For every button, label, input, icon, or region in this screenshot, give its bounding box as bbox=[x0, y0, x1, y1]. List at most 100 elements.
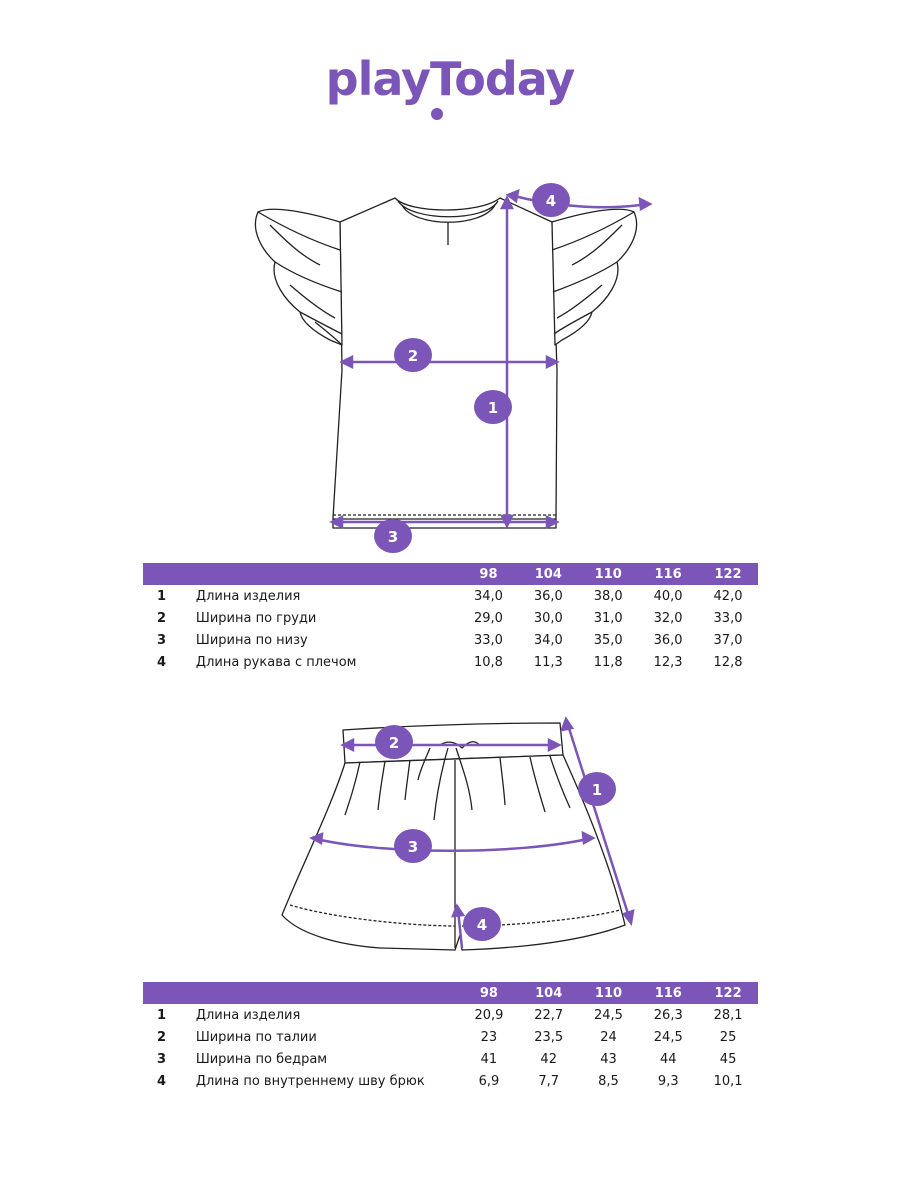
row-number: 4 bbox=[157, 1073, 167, 1089]
measurement-value: 8,5 bbox=[598, 1073, 619, 1089]
svg-text:3: 3 bbox=[408, 838, 418, 856]
brand-logo-dot bbox=[431, 108, 443, 120]
measurement-value: 20,9 bbox=[474, 1007, 504, 1023]
top-size-header-row: 98 104 110 116 122 bbox=[143, 563, 758, 585]
measurement-value: 29,0 bbox=[473, 610, 503, 626]
skirt-badge-3: 3 bbox=[394, 829, 432, 863]
measurement-value: 10,1 bbox=[713, 1073, 743, 1089]
measurement-value: 36,0 bbox=[533, 588, 563, 604]
svg-text:2: 2 bbox=[389, 734, 399, 752]
measurement-name: Ширина по бедрам bbox=[195, 1051, 328, 1067]
measurement-name: Длина по внутреннему шву брюк bbox=[195, 1073, 425, 1089]
measurement-value: 43 bbox=[600, 1051, 617, 1067]
measurement-value: 22,7 bbox=[534, 1007, 564, 1023]
measurement-name: Ширина по талии bbox=[195, 1029, 317, 1045]
measurement-value: 28,1 bbox=[713, 1007, 743, 1023]
size-table-row: 4 Длина по внутреннему шву брюк 6,9 7,7 8,5 9… bbox=[143, 1070, 758, 1092]
tshirt-badge-1: 1 bbox=[474, 390, 512, 424]
size-table-row: 4 Длина рукава с плечом 10,8 11,3 11,8 12,3 12… bbox=[143, 651, 758, 673]
measurement-name: Длина изделия bbox=[195, 588, 301, 604]
header-blank bbox=[143, 563, 459, 585]
svg-text:2: 2 bbox=[408, 347, 418, 365]
svg-text:4: 4 bbox=[477, 916, 487, 934]
measurement-value: 34,0 bbox=[473, 588, 503, 604]
measurement-name: Ширина по низу bbox=[195, 632, 308, 648]
size-header: 98 bbox=[458, 563, 519, 585]
size-header: 98 bbox=[459, 982, 519, 1004]
tshirt-badge-2: 2 bbox=[394, 338, 432, 372]
bottom-size-header-row: 98 104 110 116 122 bbox=[143, 982, 758, 1004]
size-header: 116 bbox=[638, 982, 699, 1004]
svg-text:1: 1 bbox=[488, 399, 498, 417]
measurement-value: 24,5 bbox=[594, 1007, 623, 1023]
size-header: 122 bbox=[698, 563, 758, 585]
size-header: 104 bbox=[518, 982, 579, 1004]
size-table-row: 1 Длина изделия 34,0 36,0 38,0 40,0 42,0 bbox=[143, 585, 758, 607]
measurement-value: 35,0 bbox=[593, 632, 623, 648]
measurement-value: 42,0 bbox=[713, 588, 743, 604]
brand-logo: playToday bbox=[325, 52, 576, 106]
measurement-value: 12,3 bbox=[653, 654, 683, 670]
measurement-value: 12,8 bbox=[713, 654, 743, 670]
tshirt-badge-3: 3 bbox=[374, 519, 412, 553]
tshirt-measure-lines bbox=[329, 188, 653, 530]
size-header: 122 bbox=[698, 982, 758, 1004]
measurement-value: 25 bbox=[719, 1029, 737, 1045]
measurement-name: Длина рукава с плечом bbox=[195, 654, 357, 670]
row-number: 2 bbox=[157, 610, 167, 626]
measurement-name: Ширина по груди bbox=[195, 610, 317, 626]
skirt-badge-2: 2 bbox=[375, 725, 413, 759]
size-header: 110 bbox=[578, 563, 639, 585]
measurement-value: 32,0 bbox=[653, 610, 683, 626]
measurement-value: 10,8 bbox=[473, 654, 503, 670]
size-table-row: 3 Ширина по низу 33,0 34,0 35,0 36,0 37,0 bbox=[143, 629, 758, 651]
size-table-row: 2 Ширина по груди 29,0 30,0 31,0 32,0 33,0 bbox=[143, 607, 758, 629]
measurement-value: 34,0 bbox=[533, 632, 563, 648]
measurement-value: 6,9 bbox=[478, 1073, 500, 1089]
measurement-value: 7,7 bbox=[538, 1073, 560, 1089]
measurement-name: Длина изделия bbox=[195, 1007, 301, 1023]
row-number: 2 bbox=[157, 1029, 167, 1045]
measurement-value: 40,0 bbox=[653, 588, 683, 604]
measurement-value: 9,3 bbox=[657, 1073, 679, 1089]
row-number: 3 bbox=[157, 632, 167, 648]
svg-text:1: 1 bbox=[592, 781, 602, 799]
measurement-value: 23 bbox=[480, 1029, 498, 1045]
size-header: 104 bbox=[518, 563, 579, 585]
measurement-value: 33,0 bbox=[713, 610, 743, 626]
measurement-value: 33,0 bbox=[473, 632, 503, 648]
measurement-value: 11,8 bbox=[593, 654, 623, 670]
measurement-value: 26,3 bbox=[653, 1007, 683, 1023]
measurement-value: 31,0 bbox=[593, 610, 623, 626]
svg-text:4: 4 bbox=[546, 192, 556, 210]
size-table-row: 1 Длина изделия 20,9 22,7 24,5 26,3 28,1 bbox=[143, 1004, 758, 1026]
row-number: 4 bbox=[157, 654, 167, 670]
row-number: 1 bbox=[157, 588, 167, 604]
row-number: 3 bbox=[157, 1051, 167, 1067]
skirt-badge-1: 1 bbox=[578, 772, 616, 806]
measurement-value: 24 bbox=[600, 1029, 617, 1045]
measurement-value: 30,0 bbox=[533, 610, 563, 626]
measurement-value: 45 bbox=[719, 1051, 737, 1067]
skirt-measure-lines bbox=[309, 716, 635, 949]
row-number: 1 bbox=[157, 1007, 167, 1023]
measurement-value: 41 bbox=[480, 1051, 498, 1067]
tshirt-badge-4: 4 bbox=[532, 183, 570, 217]
bottom-size-table: 98 104 110 116 122 1 Длина изделия 20,9 22,… bbox=[143, 982, 758, 1092]
measurement-value: 42 bbox=[540, 1051, 557, 1067]
tshirt-sketch bbox=[254, 197, 638, 529]
header-blank bbox=[143, 982, 460, 1004]
measurement-value: 24,5 bbox=[653, 1029, 683, 1045]
measurement-value: 44 bbox=[659, 1051, 677, 1067]
skirt-badge-4: 4 bbox=[463, 907, 501, 941]
measurement-value: 37,0 bbox=[713, 632, 743, 648]
size-header: 110 bbox=[578, 982, 639, 1004]
size-table-row: 3 Ширина по бедрам 41 42 43 44 45 bbox=[143, 1048, 758, 1070]
svg-text:3: 3 bbox=[388, 528, 398, 546]
measurement-value: 38,0 bbox=[593, 588, 623, 604]
measurement-value: 36,0 bbox=[653, 632, 683, 648]
measurement-value: 11,3 bbox=[533, 654, 563, 670]
top-size-table: 98 104 110 116 122 1 Длина изделия 34,0 36,… bbox=[143, 563, 758, 673]
